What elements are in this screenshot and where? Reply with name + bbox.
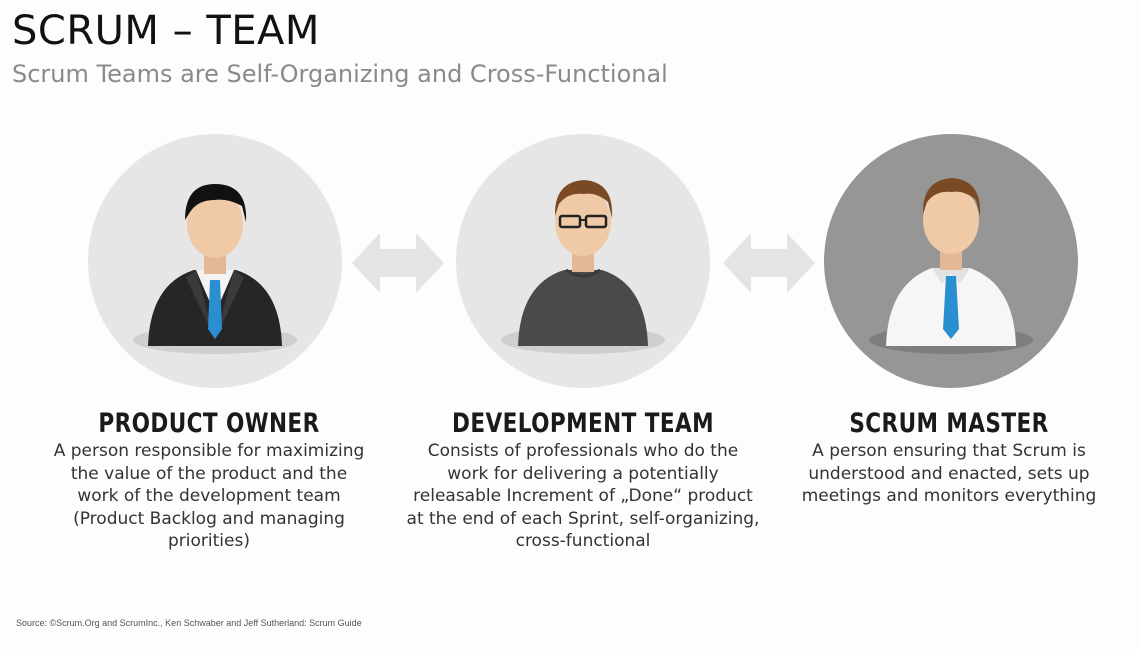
scrum-master-block: SCRUM MASTER A person ensuring that Scru…	[769, 408, 1129, 508]
page-subtitle: Scrum Teams are Self-Organizing and Cros…	[12, 60, 668, 88]
development-team-block: DEVELOPMENT TEAM Consists of professiona…	[403, 408, 763, 553]
development-team-description: Consists of professionals who do the wor…	[406, 441, 760, 551]
page-title: SCRUM – TEAM	[12, 8, 320, 54]
development-team-title: DEVELOPMENT TEAM	[451, 408, 715, 439]
product-owner-avatar-circle	[88, 134, 342, 388]
double-arrow-icon	[352, 233, 444, 293]
scrum-master-description: A person ensuring that Scrum is understo…	[801, 441, 1097, 506]
product-owner-description: A person responsible for maximizing the …	[53, 441, 365, 551]
businessman-suit-icon	[133, 184, 297, 354]
development-team-avatar-circle	[456, 134, 710, 388]
developer-glasses-icon	[501, 180, 665, 354]
source-note: Source: ©Scrum.Org and ScrumInc., Ken Sc…	[16, 618, 362, 628]
white-shirt-man-icon	[869, 178, 1033, 354]
double-arrow-icon	[723, 233, 815, 293]
scrum-master-avatar-circle	[824, 134, 1078, 388]
product-owner-title: PRODUCT OWNER	[98, 408, 320, 439]
scrum-master-title: SCRUM MASTER	[849, 408, 1049, 439]
product-owner-block: PRODUCT OWNER A person responsible for m…	[29, 408, 389, 553]
